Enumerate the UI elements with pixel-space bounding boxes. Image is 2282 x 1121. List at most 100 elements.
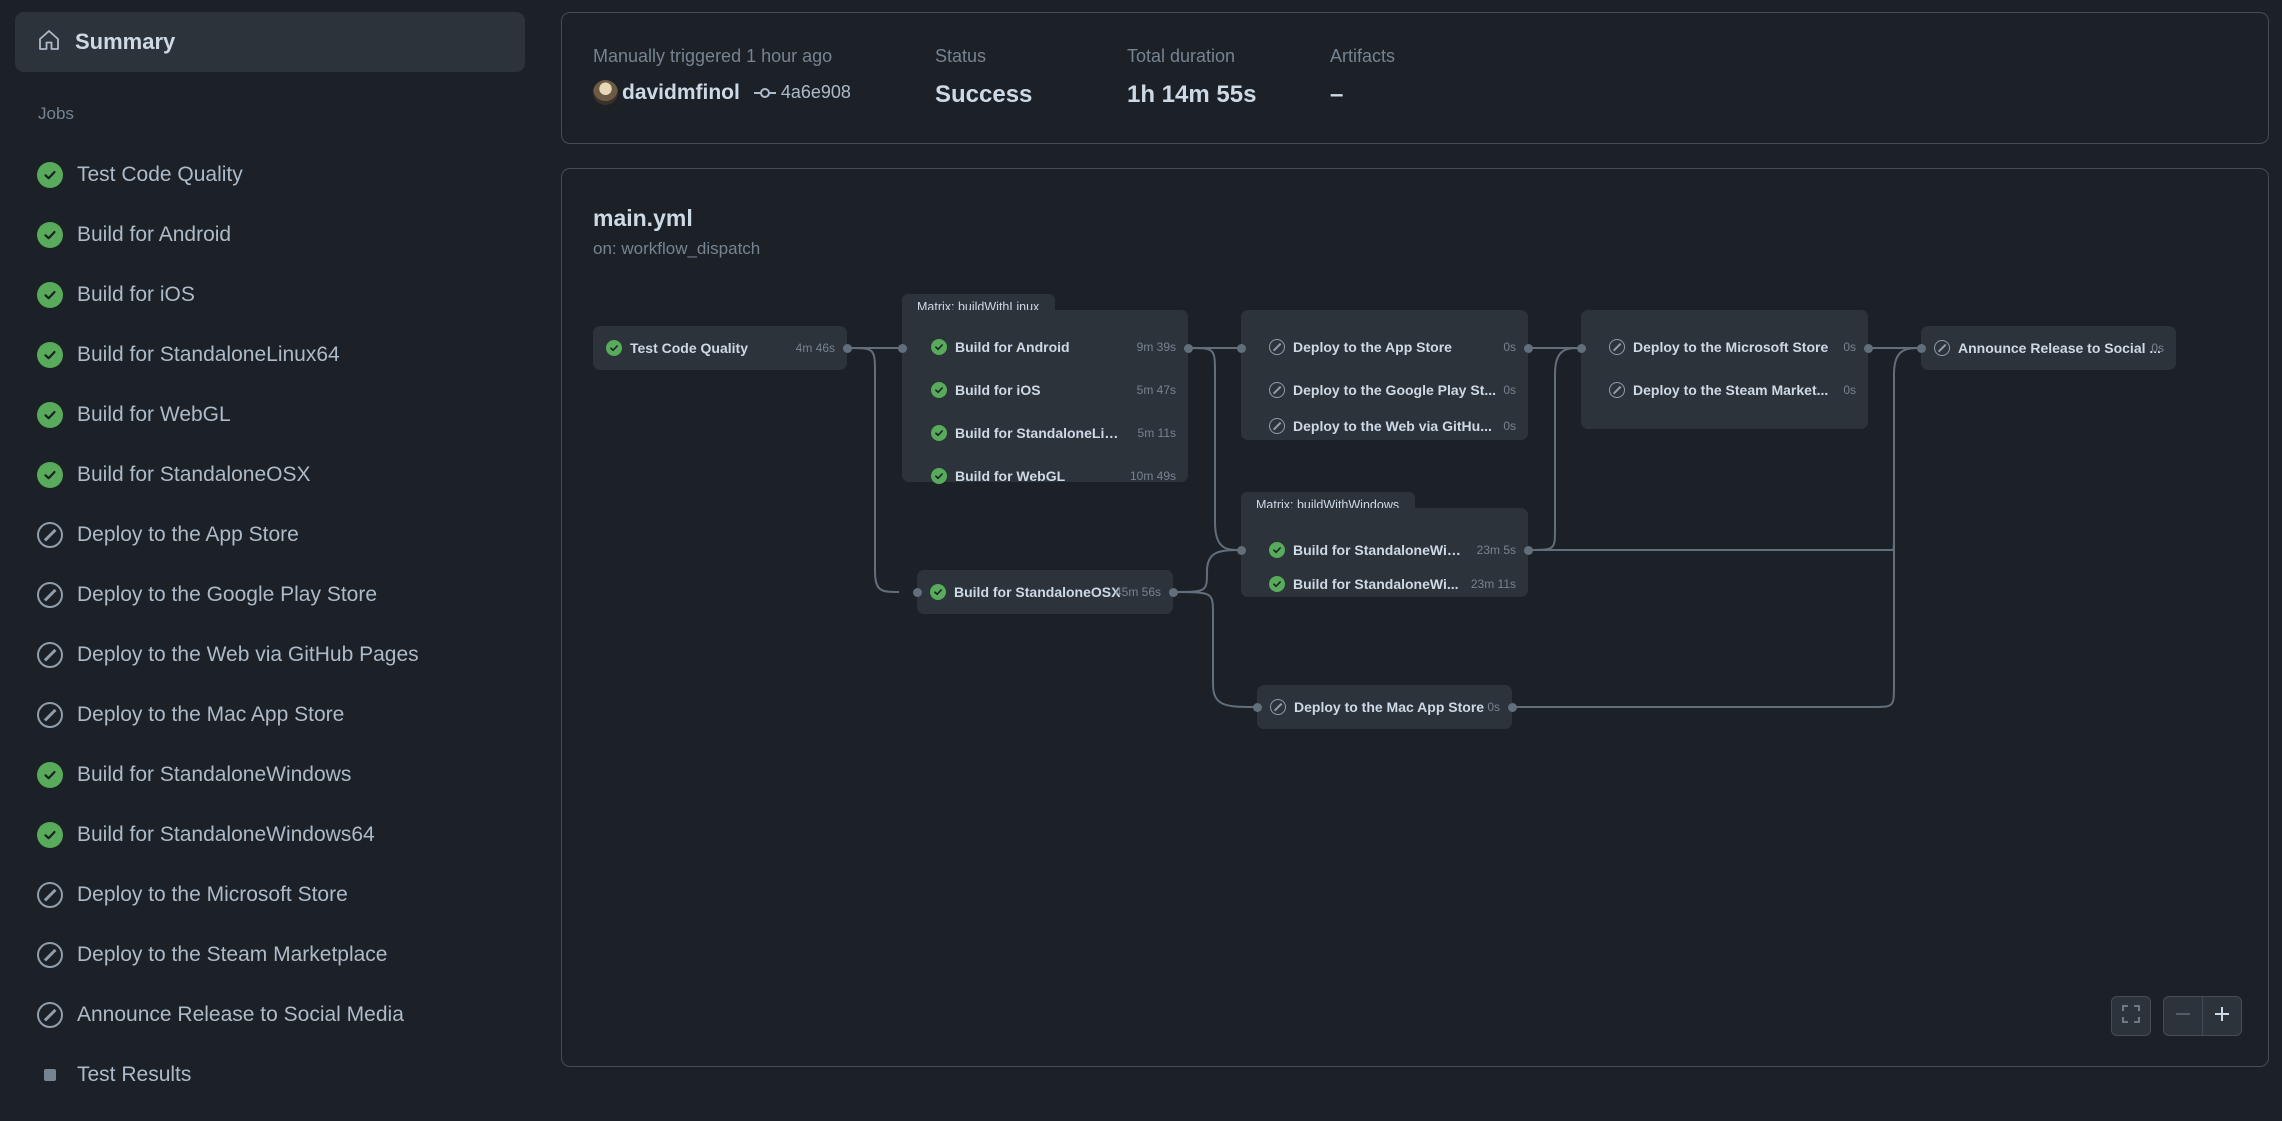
job-node-duration: 0s [1503,382,1516,397]
job-node-announce[interactable]: Announce Release to Social ... 0s [1921,326,2176,370]
job-node-row: Build for StandaloneOSX 45m 56s [917,570,1173,614]
zoom-in-button[interactable] [2202,996,2242,1036]
skip-icon [1269,381,1285,398]
job-node-linux64[interactable]: Build for StandaloneLinu... 5m 11s [918,411,1188,454]
job-node-windows[interactable]: Build for StandaloneWin... 23m 5s [1256,528,1528,571]
skip-icon [37,582,63,608]
check-circle-icon [37,222,63,248]
trigger-info: Manually triggered 1 hour ago davidmfino… [593,46,851,105]
job-node-windows64[interactable]: Build for StandaloneWi... 23m 11s [1256,571,1528,597]
sidebar-item-label: Build for WebGL [77,403,231,426]
skip-icon [1609,381,1625,398]
job-node-label: Build for StandaloneWin... [1293,541,1463,558]
sidebar-item-label: Build for StandaloneOSX [77,463,311,486]
sidebar-item-label: Deploy to the App Store [77,523,299,546]
workflow-file-name[interactable]: main.yml [593,205,693,231]
skip-icon [37,642,63,668]
job-node-android[interactable]: Build for Android 9m 39s [918,325,1188,368]
zoom-out-button[interactable] [2163,996,2203,1036]
job-node-label: Build for StandaloneWi... [1293,576,1459,592]
job-node-osx[interactable]: Build for StandaloneOSX 45m 56s [917,570,1173,614]
job-node-test-code-quality[interactable]: Test Code Quality 4m 46s [593,326,847,370]
deploy-windows-group: Deploy to the Microsoft Store 0s Deploy … [1581,310,1868,429]
check-circle-icon [37,762,63,788]
sidebar-item-label: Summary [75,29,176,54]
connector-dot [1508,703,1517,712]
check-circle-icon [1269,541,1285,558]
sidebar-item-deploy-to-the-app-store[interactable]: Deploy to the App Store [15,511,525,559]
skip-icon [1269,338,1285,355]
job-node-label: Deploy to the Steam Market... [1633,381,1829,398]
job-node-webgl[interactable]: Build for WebGL 10m 49s [918,454,1188,497]
job-node-ios[interactable]: Build for iOS 5m 47s [918,368,1188,411]
sidebar-item-deploy-to-the-mac-app-store[interactable]: Deploy to the Mac App Store [15,691,525,739]
job-node-duration: 0s [1503,418,1516,433]
job-node-microsoft-store[interactable]: Deploy to the Microsoft Store 0s [1596,325,1868,368]
job-node-duration: 9m 39s [1136,339,1176,354]
sidebar-item-deploy-to-the-google-play-store[interactable]: Deploy to the Google Play Store [15,571,525,619]
sidebar-item-build-for-webgl[interactable]: Build for WebGL [15,391,525,439]
connector-dot [1253,703,1262,712]
sidebar-item-label: Deploy to the Steam Marketplace [77,943,388,966]
sidebar-item-build-for-standalonewindows64[interactable]: Build for StandaloneWindows64 [15,811,525,859]
artifacts-value: – [1330,81,1344,108]
sidebar-item-build-for-standalonewindows[interactable]: Build for StandaloneWindows [15,751,525,799]
job-node-duration: 23m 5s [1476,542,1516,557]
sidebar-item-test-code-quality[interactable]: Test Code Quality [15,151,525,199]
sidebar-item-build-for-standaloneosx[interactable]: Build for StandaloneOSX [15,451,525,499]
check-circle-icon [931,338,947,355]
connector-dot [1184,344,1193,353]
check-circle-icon [37,402,63,428]
job-node-steam[interactable]: Deploy to the Steam Market... 0s [1596,368,1868,411]
sidebar-item-label: Test Code Quality [77,163,243,186]
square-icon [44,1069,56,1081]
job-node-duration: 0s [1487,700,1500,714]
artifacts-info: Artifacts – [1330,46,1395,109]
job-node-web[interactable]: Deploy to the Web via GitHu... 0s [1256,411,1528,440]
status-value: Success [935,81,1033,108]
job-node-row: Test Code Quality 4m 46s [593,326,847,370]
sidebar-item-label: Build for Android [77,223,232,246]
status-label: Status [935,46,987,66]
job-node-mac-app-store[interactable]: Deploy to the Mac App Store 0s [1257,685,1512,729]
check-circle-icon [931,424,947,441]
sidebar-item-label: Deploy to the Microsoft Store [77,883,348,906]
actor-link[interactable]: davidmfinol [622,80,740,104]
connector-dot [1524,344,1533,353]
check-circle-icon [1269,576,1285,592]
job-node-duration: 0s [1843,382,1856,397]
workflow-trigger: on: workflow_dispatch [593,239,761,258]
sidebar-item-summary[interactable]: Summary [15,12,525,72]
job-node-label: Deploy to the App Store [1293,338,1452,355]
skip-icon [1269,417,1285,434]
fullscreen-button[interactable] [2111,996,2151,1036]
connector-dot [843,344,852,353]
check-circle-icon [930,584,946,600]
skip-icon [37,1002,63,1028]
sidebar-item-deploy-to-the-web-via-github-pages[interactable]: Deploy to the Web via GitHub Pages [15,631,525,679]
job-node-label: Announce Release to Social ... [1958,340,2162,356]
sidebar-item-announce-release-to-social-media[interactable]: Announce Release to Social Media [15,991,525,1039]
job-node-row: Deploy to the Mac App Store 0s [1257,685,1512,729]
job-node-google-play[interactable]: Deploy to the Google Play St... 0s [1256,368,1528,411]
sidebar-item-build-for-standalonelinux64[interactable]: Build for StandaloneLinux64 [15,331,525,379]
avatar[interactable] [593,80,618,105]
commit-link[interactable]: 4a6e908 [753,82,851,103]
jobs-heading: Jobs [38,104,74,123]
job-node-app-store[interactable]: Deploy to the App Store 0s [1256,325,1528,368]
check-circle-icon [606,340,622,356]
connector-dot [1237,344,1246,353]
matrix-build-with-linux: Build for Android 9m 39s Build for iOS 5… [902,310,1188,484]
sidebar-item-build-for-android[interactable]: Build for Android [15,211,525,259]
sidebar-item-label: Build for iOS [77,283,195,306]
sidebar-item-deploy-to-the-microsoft-store[interactable]: Deploy to the Microsoft Store [15,871,525,919]
sidebar-item-deploy-to-the-steam-marketplace[interactable]: Deploy to the Steam Marketplace [15,931,525,979]
sidebar-item-label: Deploy to the Web via GitHub Pages [77,643,419,666]
sidebar-item-test-results[interactable]: Test Results [15,1051,525,1099]
job-node-label: Build for Android [955,338,1070,355]
check-circle-icon [37,462,63,488]
sidebar-item-build-for-ios[interactable]: Build for iOS [15,271,525,319]
connector-dot [1917,344,1926,353]
minus-icon [2173,1004,2193,1029]
